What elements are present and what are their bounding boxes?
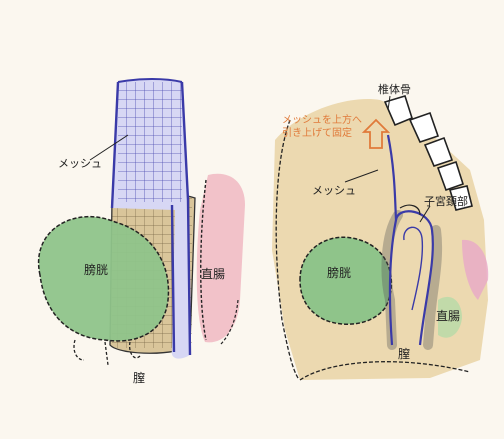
right-tissue-shape <box>272 99 488 380</box>
right-mesh-label: メッシュ <box>312 185 356 196</box>
left-rectum-label: 直腸 <box>201 268 225 280</box>
left-mesh-label: メッシュ <box>58 158 102 169</box>
left-vagina-label: 膣 <box>133 372 145 384</box>
left-bladder-label: 膀胱 <box>84 264 108 276</box>
right-bladder-label: 膀胱 <box>327 267 351 279</box>
right-rectum-label: 直腸 <box>436 310 460 322</box>
right-note-line1: メッシュを上方へ <box>282 114 362 127</box>
right-sacrum-label: 椎体骨 <box>378 84 411 95</box>
left-diagram <box>39 79 245 365</box>
right-note-line2: 引き上げて固定 <box>282 127 352 140</box>
right-vagina-label: 膣 <box>398 348 410 360</box>
left-rectum-shape <box>197 174 245 343</box>
right-cervix-label: 子宮頚部 <box>424 196 468 207</box>
